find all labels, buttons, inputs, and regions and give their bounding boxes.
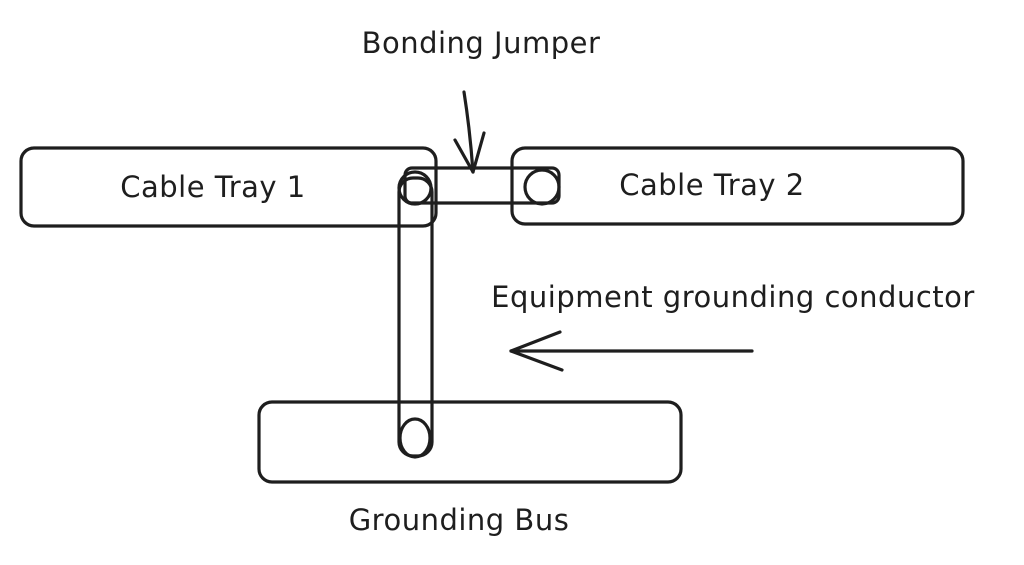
grounding-bus-label: Grounding Bus — [349, 503, 570, 537]
cable-tray-2-terminal — [523, 168, 561, 206]
cable-tray-1-box — [19, 146, 438, 228]
cable-tray-1-label: Cable Tray 1 — [120, 170, 306, 204]
grounding-bus-terminal — [398, 417, 432, 459]
cable-tray-2-label: Cable Tray 2 — [619, 168, 805, 202]
equipment-grounding-conductor-label: Equipment grounding conductor — [491, 280, 975, 314]
equipment-grounding-conductor-arrow — [509, 330, 754, 372]
grounding-bus-box — [257, 400, 683, 484]
bonding-jumper-label: Bonding Jumper — [362, 26, 601, 60]
equipment-grounding-conductor-bar — [397, 176, 434, 458]
cable-tray-2-box — [510, 146, 965, 226]
cable-tray-1-terminal — [397, 170, 433, 206]
bonding-jumper-arrow — [453, 90, 486, 174]
